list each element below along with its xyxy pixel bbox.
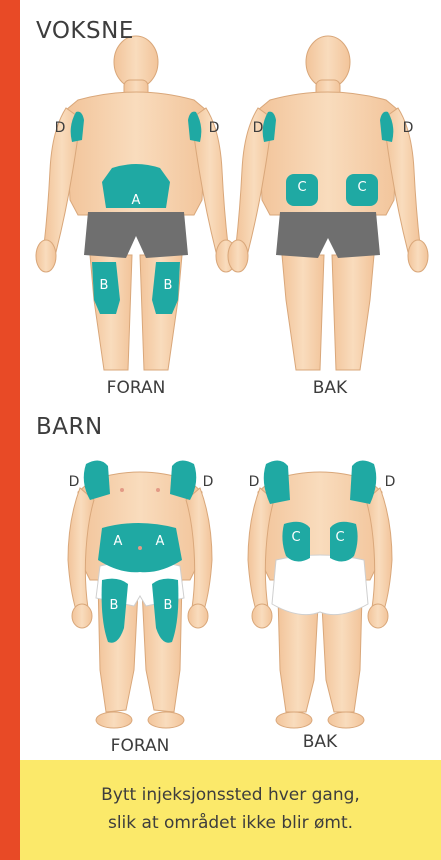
child-back-zone-c-left-label: C (286, 530, 306, 545)
child-front-zone-a-left-label: A (108, 534, 128, 549)
children-front-label: FORAN (80, 736, 200, 756)
child-back-zone-d-right-label: D (382, 474, 398, 490)
child-front-zone-b-left-label: B (104, 598, 124, 613)
child-front-zone-d-right-label: D (200, 474, 216, 490)
footer-note: Bytt injeksjonssted hver gang, slik at o… (20, 760, 441, 860)
diagram-panel: VOKSNE A D D B B D D C C FORAN BAK BARN … (20, 0, 441, 860)
adult-back-zone-d-right-label: D (400, 120, 416, 136)
child-back-zone-c-right-label: C (330, 530, 350, 545)
child-front-zone-d-left-label: D (66, 474, 82, 490)
adult-back-figure (228, 36, 428, 370)
adults-back-label: BAK (270, 378, 390, 398)
adults-title: VOKSNE (36, 18, 134, 44)
child-front-figure (68, 472, 212, 728)
child-back-diaper (272, 555, 368, 615)
adult-front-zone-a-label: A (126, 193, 146, 208)
adults-front-label: FORAN (76, 378, 196, 398)
adult-back-zone-c-right-label: C (352, 180, 372, 195)
adult-front-zone-d-left-label: D (52, 120, 68, 136)
adult-front-zone-b-left-label: B (94, 278, 114, 293)
adult-back-shorts (276, 212, 380, 258)
adult-front-zone-b-right-label: B (158, 278, 178, 293)
child-front-zone-a-right-label: A (150, 534, 170, 549)
adult-front-shorts (84, 212, 188, 258)
adult-front-zone-d-right-label: D (206, 120, 222, 136)
child-back-zone-d-left-label: D (246, 474, 262, 490)
adult-back-zone-c-left-label: C (292, 180, 312, 195)
children-back-label: BAK (260, 732, 380, 752)
child-front-zone-b-right-label: B (158, 598, 178, 613)
adult-back-zone-d-left-label: D (250, 120, 266, 136)
footer-line-2: slik at området ikke blir ømt. (20, 810, 441, 836)
children-title: BARN (36, 414, 103, 440)
footer-line-1: Bytt injeksjonssted hver gang, (20, 782, 441, 808)
